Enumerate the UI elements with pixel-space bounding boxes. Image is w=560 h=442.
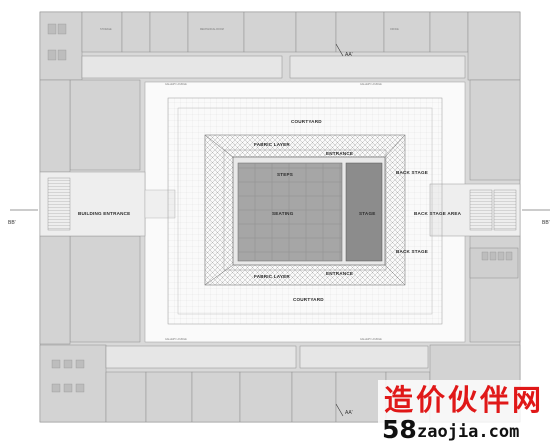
diagram-labels: AA' AA' BB' BB' COURTYARD COURTYARD FABR… bbox=[8, 52, 550, 416]
seating-label: SEATING bbox=[272, 211, 294, 216]
section-markers bbox=[10, 43, 550, 417]
section-label-top: AA' bbox=[345, 52, 353, 58]
fabric-layer-label-bottom: FABRIC LAYER bbox=[254, 274, 290, 279]
courtyard-label-bottom: COURTYARD bbox=[293, 297, 324, 302]
back-stage-label-bottom: BACK STAGE bbox=[396, 249, 428, 254]
svg-text:GALLERY LOUNGE: GALLERY LOUNGE bbox=[165, 338, 187, 341]
section-label-right: BB' bbox=[542, 220, 550, 226]
fabric-layer-label-top: FABRIC LAYER bbox=[254, 142, 290, 147]
svg-text:GALLERY LOUNGE: GALLERY LOUNGE bbox=[360, 338, 382, 341]
building-entrance-label: BUILDING ENTRANCE bbox=[78, 211, 130, 216]
auditorium-core bbox=[232, 156, 386, 266]
top-rooms bbox=[39, 11, 521, 81]
bottom-rooms bbox=[39, 344, 521, 423]
section-label-left: BB' bbox=[8, 220, 16, 226]
back-stage-area-label: BACK STAGE AREA bbox=[414, 211, 462, 216]
svg-text:MECHANICAL ROOM: MECHANICAL ROOM bbox=[200, 28, 224, 31]
svg-text:OFFICE: OFFICE bbox=[390, 28, 399, 31]
right-backstage-corridor bbox=[429, 183, 521, 237]
washroom-fixtures bbox=[47, 23, 513, 393]
entrance-label-bottom: ENTRANCE bbox=[326, 271, 353, 276]
section-label-bottom: AA' bbox=[345, 410, 353, 416]
svg-text:GALLERY LOUNGE: GALLERY LOUNGE bbox=[360, 83, 382, 86]
courtyard-label-top: COURTYARD bbox=[291, 119, 322, 124]
steps-label: STEPS bbox=[277, 172, 293, 177]
svg-text:STORAGE: STORAGE bbox=[100, 28, 112, 31]
entrance-label-top: ENTRANCE bbox=[326, 151, 353, 156]
back-stage-label-top: BACK STAGE bbox=[396, 170, 428, 175]
left-rooms bbox=[39, 79, 141, 345]
room-annotations: STORAGE MECHANICAL ROOM OFFICE GALLERY L… bbox=[100, 28, 399, 341]
svg-text:GALLERY LOUNGE: GALLERY LOUNGE bbox=[165, 83, 187, 86]
stage-label: STAGE bbox=[359, 211, 375, 216]
